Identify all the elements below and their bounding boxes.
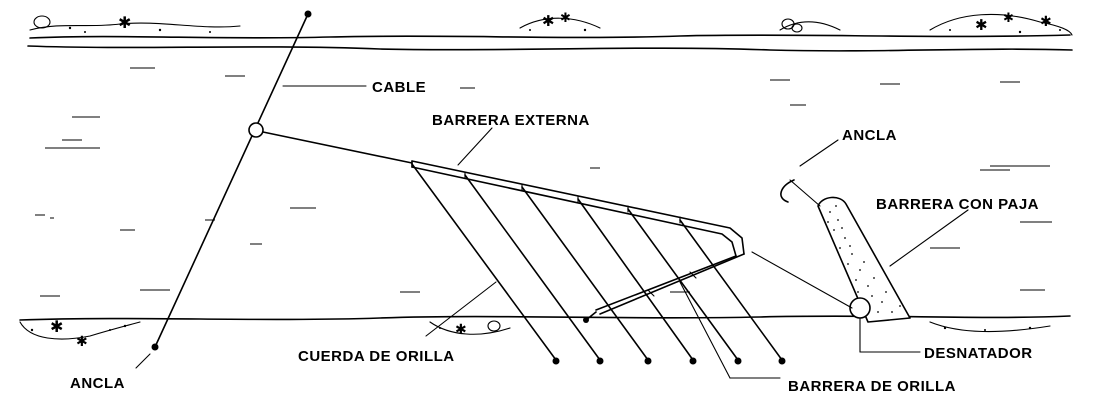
- label-barrera-externa: BARRERA EXTERNA: [432, 112, 590, 129]
- label-desnatador: DESNATADOR: [924, 345, 1033, 362]
- water-surface-marks: [35, 67, 1052, 297]
- svg-text:✱: ✱: [76, 334, 88, 350]
- svg-text:✱: ✱: [455, 322, 467, 338]
- upper-riverbank: ✱ ✱ ✱ ✱ ✱ ✱: [27, 11, 1073, 52]
- svg-text:✱: ✱: [1040, 14, 1052, 30]
- cable: [151, 10, 312, 351]
- label-ancla-top: ANCLA: [842, 127, 897, 144]
- outer-boom: [262, 131, 745, 257]
- cable-top-anchor: [304, 10, 312, 18]
- svg-text:✱: ✱: [560, 11, 571, 26]
- svg-text:✱: ✱: [542, 12, 555, 30]
- label-ancla-bottom: ANCLA: [70, 375, 125, 392]
- shore-ropes: [411, 163, 786, 365]
- shore-boom: [583, 253, 745, 323]
- label-cable: CABLE: [372, 79, 426, 96]
- label-barrera-de-orilla: BARRERA DE ORILLA: [788, 378, 956, 395]
- label-barrera-con-paja: BARRERA CON PAJA: [876, 196, 1039, 213]
- svg-text:✱: ✱: [50, 317, 63, 336]
- svg-text:✱: ✱: [118, 13, 131, 32]
- svg-text:✱: ✱: [975, 16, 988, 34]
- skimmer: [849, 297, 871, 319]
- cable-ring: [248, 122, 264, 138]
- svg-text:✱: ✱: [1003, 11, 1014, 26]
- cable-bottom-anchor: [151, 343, 159, 351]
- lower-riverbank: ✱ ✱ ✱: [19, 315, 1071, 350]
- label-cuerda-de-orilla: CUERDA DE ORILLA: [298, 348, 455, 365]
- pointer-lines: [135, 85, 969, 379]
- straw-boom: [780, 179, 911, 323]
